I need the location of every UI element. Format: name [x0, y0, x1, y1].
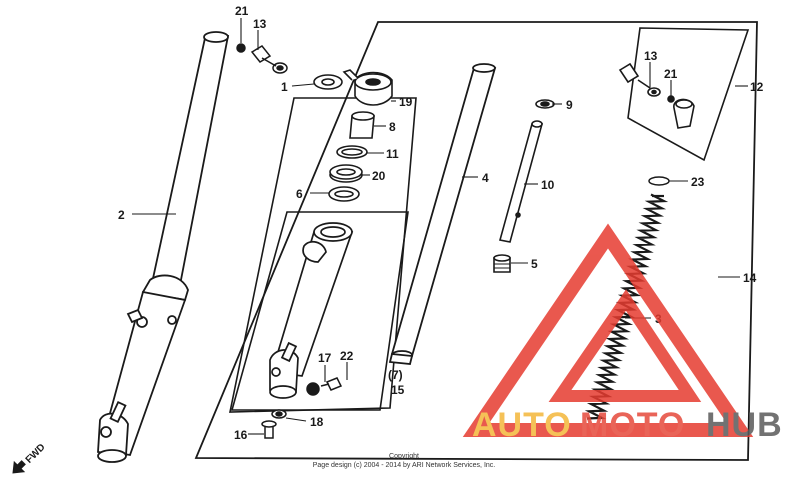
copyright-line-2: Page design (c) 2004 - 2014 by ARI Netwo…	[313, 462, 496, 469]
callout-8: 8	[389, 120, 396, 134]
callout-21: 21	[235, 4, 249, 18]
outer-frame	[194, 21, 758, 461]
callout-13-cap: 13	[644, 49, 658, 63]
callout-22: 22	[340, 349, 354, 363]
copyright-line-1: Copyright	[389, 453, 419, 460]
damper-rod	[493, 99, 555, 273]
slider-subframe	[230, 211, 409, 411]
callout-23: 23	[691, 175, 705, 189]
callout-20: 20	[372, 169, 386, 183]
arrow-icon	[12, 460, 26, 474]
leader-lines	[132, 18, 748, 435]
callout-7: (7)	[388, 368, 403, 382]
watermark-hub: HUB	[706, 406, 783, 444]
callout-11: 11	[386, 147, 399, 161]
callout-2: 2	[118, 208, 125, 222]
damper-parts	[313, 69, 393, 202]
watermark-moto: MOTO	[580, 406, 685, 444]
outer-fork-tube	[97, 31, 230, 463]
drain-screw-assembly-left	[236, 43, 288, 74]
callout-12: 12	[750, 80, 764, 94]
callout-1: 1	[281, 80, 288, 94]
fork-slider	[269, 222, 354, 399]
fwd-arrow: FWD	[12, 442, 48, 474]
watermark-logo: AUTO MOTO HUB	[462, 223, 783, 444]
inner-fork-tube	[388, 63, 497, 365]
callout-14: 14	[743, 271, 757, 285]
callout-17: 17	[318, 351, 332, 365]
callout-15: 15	[391, 383, 405, 397]
callout-16: 16	[234, 428, 248, 442]
fwd-label: FWD	[24, 442, 48, 466]
callout-18: 18	[310, 415, 324, 429]
callout-labels: 21 13 1 19 8 11 20 6 2 4 9 10 5 13 21 12…	[118, 4, 764, 442]
callout-21-cap: 21	[664, 67, 678, 81]
callout-13: 13	[253, 17, 267, 31]
slider-small-parts	[261, 377, 343, 439]
callout-4: 4	[482, 171, 489, 185]
callout-19: 19	[399, 95, 413, 109]
watermark-auto: AUTO	[472, 406, 572, 444]
callout-5: 5	[531, 257, 538, 271]
cap-subframe	[627, 27, 750, 162]
callout-9: 9	[566, 98, 573, 112]
callout-6: 6	[296, 187, 303, 201]
callout-10: 10	[541, 178, 555, 192]
triangle-logo-icon	[462, 223, 754, 437]
